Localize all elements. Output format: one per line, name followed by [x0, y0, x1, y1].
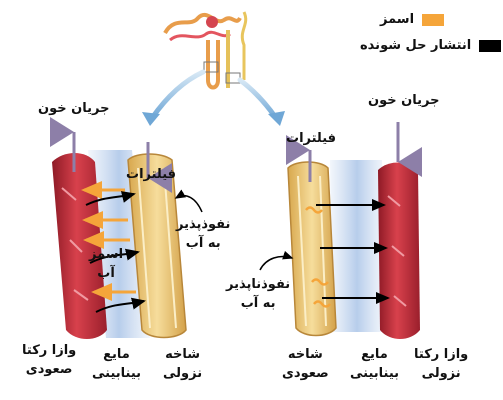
right-impermeable-label: نفوذناپذیر به آب [226, 277, 291, 311]
left-vasa-recta-label: وازا رکتا صعودی [22, 343, 77, 377]
pointer-arrow-left [149, 69, 206, 121]
left-solute-arrow [89, 248, 140, 264]
right-osmosis-squiggle [313, 300, 331, 308]
left-solute-arrow [95, 297, 146, 313]
right-interstitial-fluid-label: مایع بینابینی [350, 347, 400, 381]
nephron-illustration [163, 11, 248, 90]
legend-osmosis-label: اسمز [380, 12, 415, 27]
pointer-arrow-right [237, 77, 279, 121]
right-impermeable-pointer [259, 250, 294, 271]
legend-solute-diffusion: انتشار حل شونده [360, 38, 502, 53]
left-permeable-pointer [174, 189, 203, 213]
left-blood-flow-label: جریان خون [38, 101, 110, 116]
legend-osmosis-swatch [422, 13, 445, 26]
left-solute-arrow [85, 191, 136, 206]
right-panel [259, 122, 422, 339]
legend-osmosis: اسمز [380, 12, 445, 27]
right-interstitial-fluid-area [330, 160, 384, 332]
left-filtrate-label: فیلترات [126, 167, 177, 182]
left-permeable-label: نفوذپذیر به آب [176, 217, 231, 251]
right-osmosis-squiggle [305, 206, 323, 214]
legend-solute-diffusion-swatch [479, 39, 502, 52]
legend-solute-diffusion-label: انتشار حل شونده [360, 38, 472, 53]
left-tubule [127, 153, 187, 339]
right-limb-label: شاخه صعودی [282, 347, 329, 381]
right-filtrate-label: فیلترات [286, 131, 337, 146]
left-osmosis-water-label: اسمز آب [89, 247, 124, 281]
right-vasa-recta-label: وازا رکتا نزولی [414, 347, 469, 381]
left-limb-label: شاخه نزولی [163, 347, 203, 381]
right-osmosis-squiggle [311, 278, 329, 286]
left-panel [50, 117, 203, 339]
right-blood-flow-label: جریان خون [368, 93, 440, 108]
left-interstitial-fluid-label: مایع بینابینی [92, 347, 142, 381]
pointer-arrow-right-head [268, 111, 285, 126]
pointer-arrow-left-head [142, 112, 160, 126]
